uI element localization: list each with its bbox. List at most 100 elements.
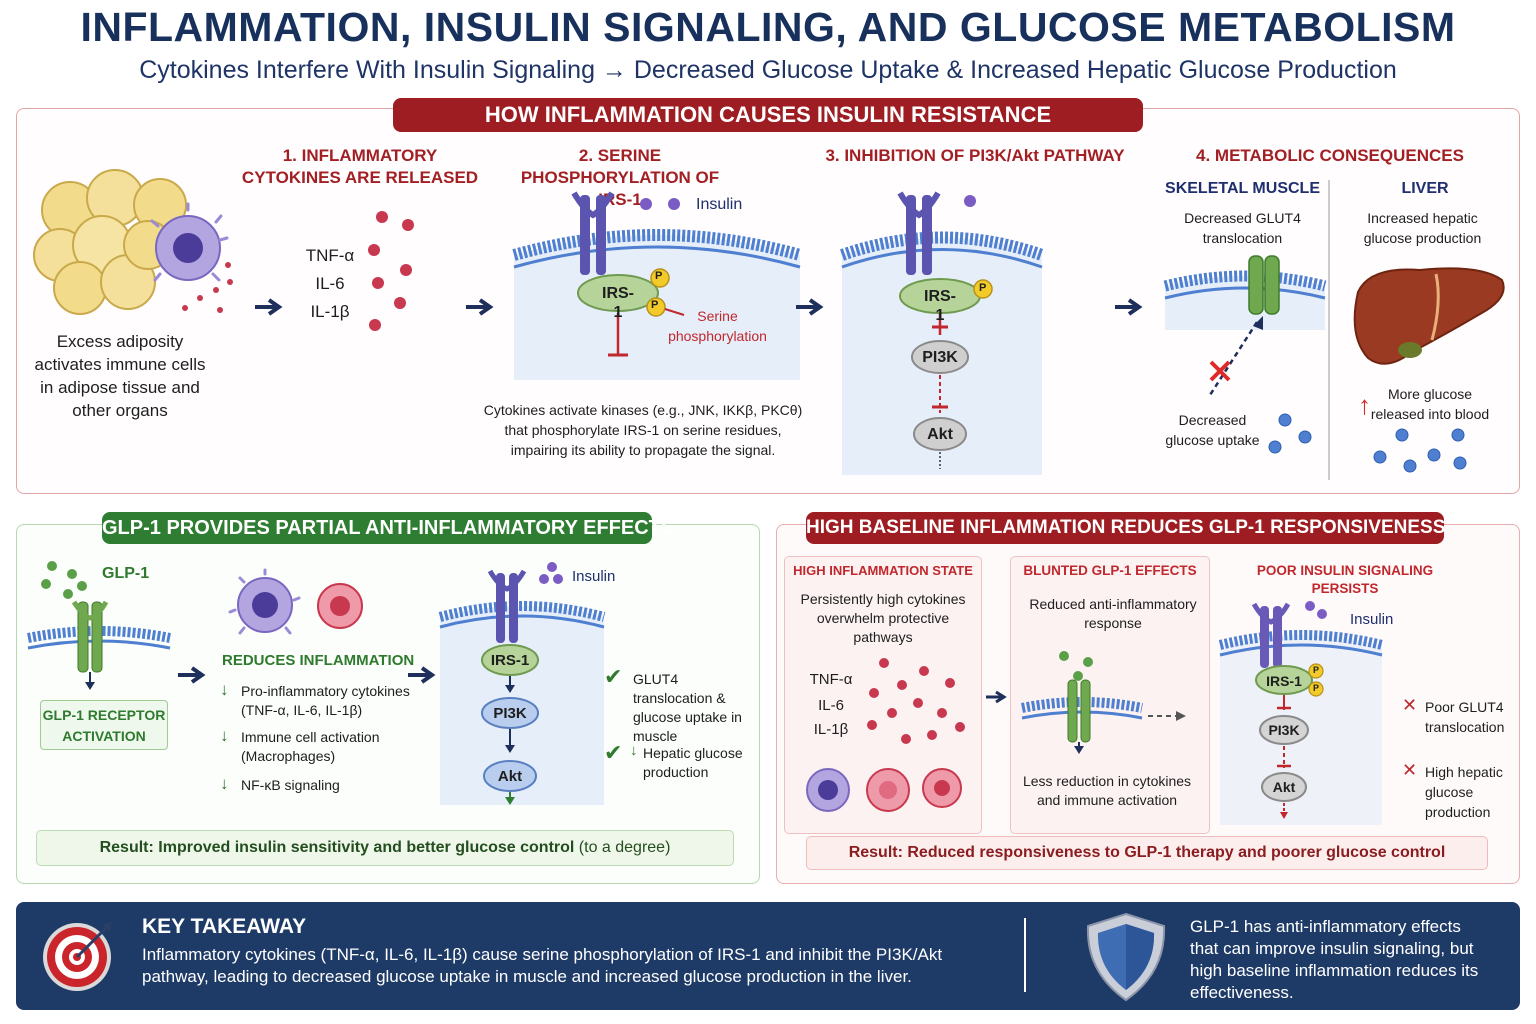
high-cytokine-particles [867,658,965,744]
glp1-panel-header: GLP-1 PROVIDES PARTIAL ANTI-INFLAMMATORY… [102,512,674,544]
irs1-label: IRS-1 [924,288,956,324]
glp1-receptor-icon [1067,679,1091,743]
macrophage-icon [150,202,229,282]
step2-title: 2. SERINE PHOSPHORYLATION OF IRS-1 [520,146,720,209]
glp1-receptor-icon [71,600,109,673]
key-takeaway-text: Inflammatory cytokines (TNF-α, IL-6, IL-… [142,945,943,986]
immune-cell-icon [922,768,962,808]
adipose-tissue-illustration [33,169,233,315]
blunted-bottom-text: Less reduction in cytokines and immune a… [1022,773,1192,808]
takeaway-divider [1024,918,1026,992]
cytokine-label: TNF-α [305,246,355,265]
cross-icon: ✕ [1402,760,1418,780]
pi3k-label: PI3K [1268,722,1300,738]
down-arrow-icon: ↓ [220,680,229,699]
poor-signaling-title: POOR INSULIN SIGNALING PERSISTS [1256,563,1434,596]
immune-cells-illustration [228,568,363,635]
target-icon [43,922,112,991]
muscle-title: SKELETAL MUSCLE [1165,180,1320,197]
state-title: HIGH INFLAMMATION STATE [793,563,973,578]
down-arrow-icon: ↓ [220,774,229,793]
flow-arrow-icon [986,690,1007,704]
phospho-p-label: P [979,282,987,294]
cell-membrane-diagram [512,191,802,380]
immune-cells-illustration [806,768,962,812]
page-subtitle: Cytokines Interfere With Insulin Signali… [139,56,1397,84]
blunted-title: BLUNTED GLP-1 EFFECTS [1023,563,1197,578]
immune-cell-icon [317,583,363,629]
flow-arrow-icon [408,666,436,684]
irs1-label: IRS-1 [490,652,530,669]
blunted-receptor-diagram [1021,651,1186,754]
phospho-p-label: P [1313,665,1320,675]
immune-cell-icon [866,768,910,812]
key-takeaway-bar [16,902,1520,1010]
irs1-label: IRS-1 [602,285,634,321]
reduces-inflammation-title: REDUCES INFLAMMATION [222,652,415,669]
cytokine-label: IL-1β [813,721,849,738]
down-arrow-icon: ↓ [630,742,638,759]
flow-arrow-icon [178,666,206,684]
takeaway-side-text: GLP-1 has anti-inflammatory effects that… [1190,917,1479,1002]
akt-label: Akt [927,426,953,443]
flow-arrow-icon [466,298,494,316]
cross-icon: ✕ [1402,695,1418,715]
glp1-result-tail: (to a degree) [578,839,671,856]
glut4-membrane-diagram [1163,255,1327,454]
glp1-outcome: Hepatic glucose production [643,745,743,780]
cytokine-label: IL-6 [818,697,844,714]
glp1-result-text: Result: Improved insulin sensitivity and… [99,839,575,856]
serine-phosphorylation-label: Serine phosphorylation [668,308,767,344]
blocked-x-icon [1209,360,1231,382]
liver-icon [1353,267,1505,365]
muscle-liver-divider [1328,180,1330,480]
macrophage-icon [806,768,850,812]
high-result-box: Result: Reduced responsiveness to GLP-1 … [806,836,1488,870]
phospho-p-label: P [655,270,663,282]
state-text: Persistently high cytokines overwhelm pr… [800,591,966,645]
macrophage-icon [228,568,301,635]
adipose-caption: Excess adiposity activates immune cells … [34,332,206,420]
akt-label: Akt [497,768,523,785]
insulin-label: Insulin [1350,611,1394,628]
flow-arrow-icon [255,298,283,316]
pi3k-label: PI3K [493,705,527,722]
check-icon: ✔ [604,740,623,765]
release-text: More glucose released into blood [1370,386,1490,422]
phospho-p-label: P [1313,683,1320,693]
glp1-receptor-box: GLP-1 RECEPTOR ACTIVATION [40,700,168,750]
insulin-label: Insulin [572,568,616,585]
insulin-receptor-icon [571,191,615,275]
cytokine-label: IL-1β [310,302,350,321]
insulin-resistance-header: HOW INFLAMMATION CAUSES INSULIN RESISTAN… [393,98,1143,132]
irs1-label: IRS-1 [1266,673,1302,689]
step3-title: 3. INHIBITION OF PI3K/Akt PATHWAY [825,146,1125,165]
uptake-text: Decreased glucose uptake [1165,412,1260,448]
down-arrow-icon: ↓ [220,726,229,745]
poor-outcome: Poor GLUT4 translocation [1425,699,1505,735]
blunted-effects-card [1010,556,1210,834]
glp1-label: GLP-1 [102,565,150,582]
restored-signaling-diagram [438,562,606,805]
page-title: INFLAMMATION, INSULIN SIGNALING, AND GLU… [80,4,1456,50]
released-cytokine-dots [182,262,233,313]
pi3k-akt-diagram [840,191,1044,475]
liver-text: Increased hepatic glucose production [1363,210,1482,246]
insulin-receptor-icon [897,191,941,275]
reduces-item: Pro-inflammatory cytokines (TNF-α, IL-6,… [241,683,410,718]
check-icon: ✔ [604,664,623,689]
poor-signaling-diagram [1218,601,1384,825]
liver-title: LIVER [1401,180,1449,197]
cytokine-label: TNF-α [809,671,853,688]
glp1-result-box: Result: Improved insulin sensitivity and… [36,830,734,866]
key-takeaway-title: KEY TAKEAWAY [142,915,307,938]
glp1-receptor-diagram [27,561,171,690]
insulin-label: Insulin [696,196,743,213]
blood-glucose-dots [1373,428,1467,473]
flow-arrow-icon [796,298,824,316]
glut4-transporter-icon [1248,255,1280,315]
reduces-item: Immune cell activation (Macrophages) [241,729,380,764]
cytokine-particles [368,211,414,331]
step2-caption: Cytokines activate kinases (e.g., JNK, I… [483,402,803,458]
muscle-text: Decreased GLUT4 translocation [1184,210,1301,246]
